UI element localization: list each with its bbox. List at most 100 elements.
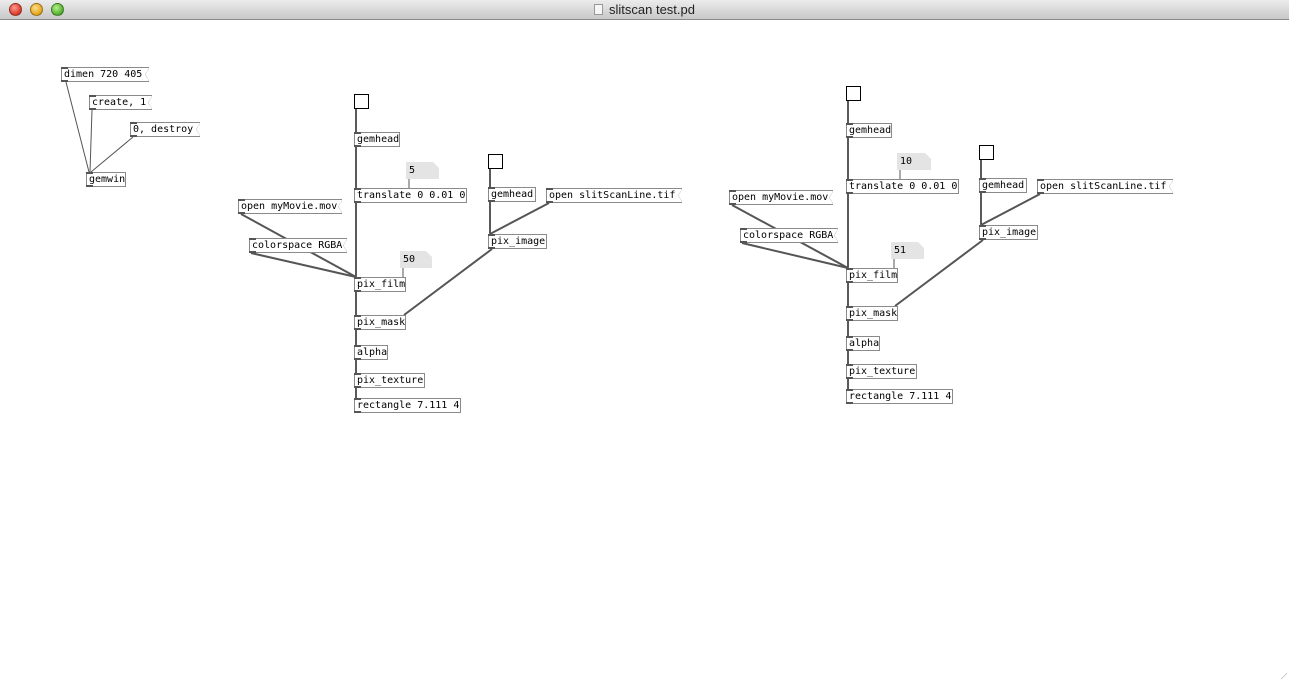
inlet-port[interactable] (488, 234, 495, 236)
outlet-port[interactable] (488, 200, 495, 202)
outlet-port[interactable] (979, 238, 986, 240)
gemwin-object[interactable]: gemwin (86, 172, 126, 187)
gemwin-label: gemwin (89, 174, 126, 185)
render-toggle[interactable] (846, 86, 861, 101)
outlet-port[interactable] (846, 281, 853, 283)
colorspace-message[interactable]: colorspace RGBA (249, 238, 347, 253)
inlet-port[interactable] (130, 122, 137, 124)
outlet-port[interactable] (354, 386, 361, 388)
inlet-port[interactable] (354, 315, 361, 317)
render-toggle[interactable] (354, 94, 369, 109)
inlet-port[interactable] (61, 67, 68, 69)
minimize-window-button[interactable] (30, 3, 43, 16)
open-image-message[interactable]: open slitScanLine.tif (1037, 179, 1173, 194)
outlet-port[interactable] (546, 201, 553, 203)
inlet-port[interactable] (86, 172, 93, 174)
inlet-port[interactable] (846, 179, 853, 181)
outlet-port[interactable] (846, 192, 853, 194)
pix-film-object[interactable]: pix_film (354, 277, 406, 292)
rectangle-object[interactable]: rectangle 7.111 4 (354, 398, 461, 413)
outlet-port[interactable] (249, 251, 256, 253)
outlet-port[interactable] (846, 349, 853, 351)
alpha-object[interactable]: alpha (354, 345, 388, 360)
outlet-port[interactable] (979, 191, 986, 193)
inlet-port[interactable] (979, 178, 986, 180)
inlet-port[interactable] (846, 364, 853, 366)
translate-object[interactable]: translate 0 0.01 0 (846, 179, 959, 194)
translate-number-box[interactable]: 5 (406, 162, 439, 179)
inlet-port[interactable] (354, 345, 361, 347)
outlet-port[interactable] (238, 212, 245, 214)
mask-toggle[interactable] (979, 145, 994, 160)
outlet-port[interactable] (354, 201, 361, 203)
inlet-port[interactable] (488, 187, 495, 189)
inlet-port[interactable] (546, 188, 553, 190)
inlet-port[interactable] (846, 123, 853, 125)
outlet-port[interactable] (488, 247, 495, 249)
pix-texture-object[interactable]: pix_texture (846, 364, 917, 379)
pix-image-object[interactable]: pix_image (488, 234, 547, 249)
inlet-port[interactable] (354, 398, 361, 400)
create-message[interactable]: create, 1 (89, 95, 152, 110)
outlet-port[interactable] (130, 135, 137, 137)
outlet-port[interactable] (846, 319, 853, 321)
outlet-port[interactable] (1037, 192, 1044, 194)
mask-gemhead-object[interactable]: gemhead (488, 187, 536, 202)
gemhead-object[interactable]: gemhead (354, 132, 400, 147)
inlet-port[interactable] (354, 373, 361, 375)
patch-canvas[interactable] (0, 21, 1289, 681)
translate-object[interactable]: translate 0 0.01 0 (354, 188, 467, 203)
outlet-port[interactable] (740, 241, 747, 243)
pix-texture-label: pix_texture (849, 366, 916, 377)
gemhead-object[interactable]: gemhead (846, 123, 892, 138)
dimen-message[interactable]: dimen 720 405 (61, 67, 149, 82)
inlet-port[interactable] (846, 336, 853, 338)
outlet-port[interactable] (354, 328, 361, 330)
inlet-port[interactable] (846, 389, 853, 391)
inlet-port[interactable] (846, 268, 853, 270)
inlet-port[interactable] (979, 225, 986, 227)
inlet-port[interactable] (89, 95, 96, 97)
inlet-port[interactable] (354, 277, 361, 279)
mask-gemhead-object[interactable]: gemhead (979, 178, 1027, 193)
film-number-box[interactable]: 51 (891, 242, 924, 259)
inlet-port[interactable] (354, 132, 361, 134)
inlet-port[interactable] (1037, 179, 1044, 181)
pix-mask-label: pix_mask (849, 308, 898, 319)
outlet-port[interactable] (846, 377, 853, 379)
inlet-port[interactable] (740, 228, 747, 230)
inlet-port[interactable] (846, 306, 853, 308)
zoom-window-button[interactable] (51, 3, 64, 16)
outlet-port[interactable] (729, 203, 736, 205)
open-movie-message[interactable]: open myMovie.mov (238, 199, 342, 214)
outlet-port[interactable] (354, 411, 361, 413)
close-window-button[interactable] (9, 3, 22, 16)
outlet-port[interactable] (846, 402, 853, 404)
pix-mask-object[interactable]: pix_mask (846, 306, 898, 321)
outlet-port[interactable] (846, 136, 853, 138)
inlet-port[interactable] (238, 199, 245, 201)
translate-number-box[interactable]: 10 (897, 153, 931, 170)
alpha-object[interactable]: alpha (846, 336, 880, 351)
outlet-port[interactable] (354, 358, 361, 360)
colorspace-message[interactable]: colorspace RGBA (740, 228, 838, 243)
outlet-port[interactable] (89, 108, 96, 110)
pix-texture-object[interactable]: pix_texture (354, 373, 425, 388)
destroy-message[interactable]: 0, destroy (130, 122, 200, 137)
open-image-message[interactable]: open slitScanLine.tif (546, 188, 682, 203)
outlet-port[interactable] (354, 145, 361, 147)
outlet-port[interactable] (61, 80, 68, 82)
open-movie-message[interactable]: open myMovie.mov (729, 190, 833, 205)
resize-grip-icon[interactable] (1279, 671, 1287, 679)
pix-film-object[interactable]: pix_film (846, 268, 898, 283)
mask-toggle[interactable] (488, 154, 503, 169)
outlet-port[interactable] (354, 290, 361, 292)
film-number-box[interactable]: 50 (400, 251, 432, 268)
inlet-port[interactable] (249, 238, 256, 240)
rectangle-object[interactable]: rectangle 7.111 4 (846, 389, 953, 404)
inlet-port[interactable] (729, 190, 736, 192)
pix-mask-object[interactable]: pix_mask (354, 315, 406, 330)
outlet-port[interactable] (86, 185, 93, 187)
pix-image-object[interactable]: pix_image (979, 225, 1038, 240)
inlet-port[interactable] (354, 188, 361, 190)
